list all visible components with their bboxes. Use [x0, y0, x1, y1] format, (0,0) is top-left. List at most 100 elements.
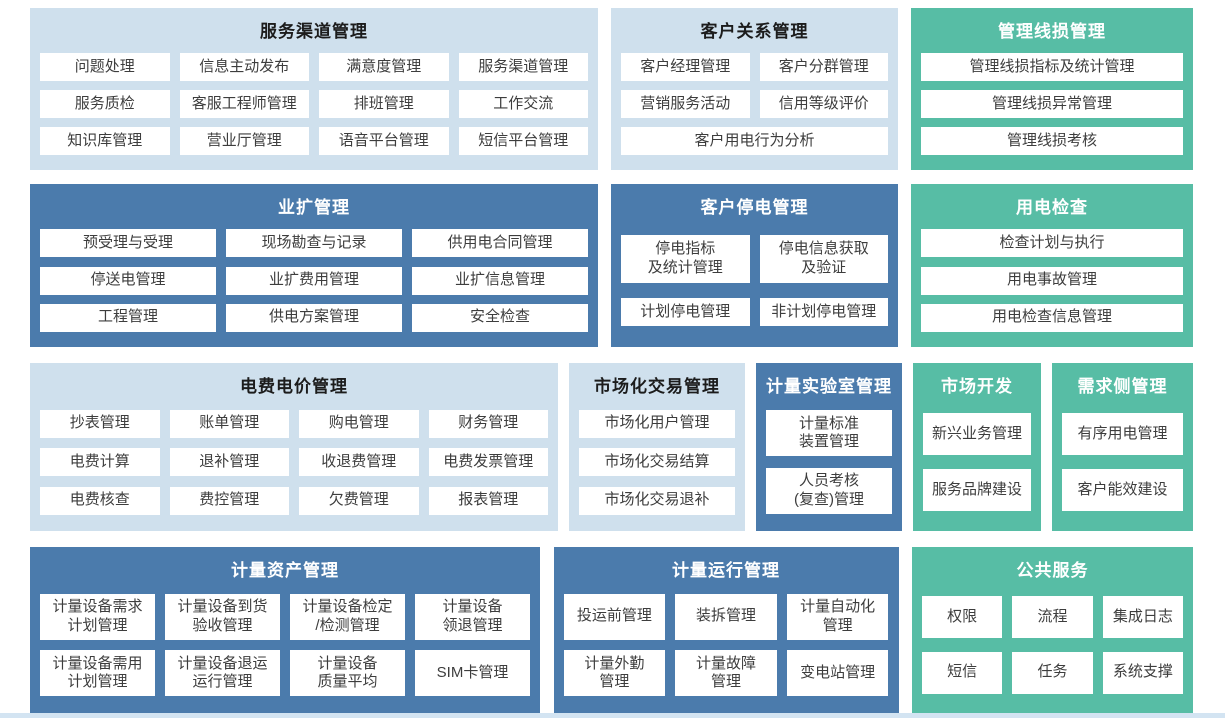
panel-electricity-fee-price-mgmt: 电费电价管理 抄表管理 账单管理 购电管理 财务管理 电费计算 退补管理 收退费… — [30, 363, 558, 531]
panel-items: 计量设备需求 计划管理 计量设备到货 验收管理 计量设备检定 /检测管理 计量设… — [30, 583, 540, 713]
module-item: 财务管理 — [428, 409, 548, 438]
module-item: 检查计划与执行 — [921, 229, 1183, 258]
panel-customer-outage-mgmt: 客户停电管理 停电指标 及统计管理 停电信息获取 及验证 计划停电管理 非计划停… — [611, 184, 898, 347]
panel-items: 管理线损指标及统计管理 管理线损异常管理 管理线损考核 — [911, 44, 1193, 170]
module-item: 语音平台管理 — [319, 127, 449, 155]
module-item: 营销服务活动 — [621, 90, 750, 118]
module-item: 用电检查信息管理 — [921, 303, 1183, 332]
panel-title: 客户关系管理 — [700, 22, 809, 41]
module-item: 业扩信息管理 — [412, 266, 588, 295]
bottom-divider-strip — [0, 713, 1225, 718]
module-item: 市场化交易退补 — [579, 486, 735, 515]
module-item: 问题处理 — [40, 53, 170, 81]
module-item: 计量设备检定 /检测管理 — [290, 593, 405, 640]
module-item: 工程管理 — [40, 303, 216, 332]
panel-items: 抄表管理 账单管理 购电管理 财务管理 电费计算 退补管理 收退费管理 电费发票… — [30, 399, 558, 531]
module-item: 购电管理 — [299, 409, 419, 438]
module-item: 退补管理 — [169, 448, 289, 476]
module-item: 装拆管理 — [675, 593, 777, 640]
module-item: 信息主动发布 — [179, 53, 309, 81]
module-item: 计量设备需求 计划管理 — [40, 593, 155, 640]
panel-items: 有序用电管理 客户能效建设 — [1052, 399, 1193, 531]
panel-public-services: 公共服务 权限 流程 集成日志 短信 任务 系统支撑 — [912, 547, 1193, 713]
panel-line-loss-mgmt: 管理线损管理 管理线损指标及统计管理 管理线损异常管理 管理线损考核 — [911, 8, 1193, 170]
panel-title: 计量实验室管理 — [766, 377, 892, 396]
panel-items: 权限 流程 集成日志 短信 任务 系统支撑 — [912, 583, 1193, 713]
panel-items: 新兴业务管理 服务品牌建设 — [913, 399, 1041, 531]
module-item: 供电方案管理 — [226, 303, 402, 332]
panel-business-expansion-mgmt: 业扩管理 预受理与受理 现场勘查与记录 供用电合同管理 停送电管理 业扩费用管理… — [30, 184, 598, 347]
module-item: 业扩费用管理 — [226, 266, 402, 295]
module-item: 短信 — [922, 651, 1003, 694]
module-item: 预受理与受理 — [40, 229, 216, 258]
module-item: 报表管理 — [428, 486, 548, 515]
module-item: 计量设备需用 计划管理 — [40, 650, 155, 697]
module-item: 短信平台管理 — [458, 127, 588, 155]
panel-metering-asset-mgmt: 计量资产管理 计量设备需求 计划管理 计量设备到货 验收管理 计量设备检定 /检… — [30, 547, 540, 713]
module-item: 计量标准 装置管理 — [766, 410, 892, 457]
diagram-row-2: 业扩管理 预受理与受理 现场勘查与记录 供用电合同管理 停送电管理 业扩费用管理… — [30, 184, 1193, 347]
module-item: SIM卡管理 — [415, 650, 530, 697]
panel-title: 管理线损管理 — [998, 22, 1106, 41]
module-item: 管理线损异常管理 — [921, 90, 1183, 118]
panel-demand-side-mgmt: 需求侧管理 有序用电管理 客户能效建设 — [1052, 363, 1193, 531]
module-item: 安全检查 — [412, 303, 588, 332]
panel-title: 需求侧管理 — [1077, 377, 1168, 396]
panel-title: 计量运行管理 — [672, 561, 780, 580]
module-item: 停电信息获取 及验证 — [759, 235, 888, 283]
module-item: 工作交流 — [458, 90, 588, 118]
module-item: 电费核查 — [40, 486, 160, 515]
panel-title: 计量资产管理 — [231, 561, 339, 580]
module-item: 抄表管理 — [40, 409, 160, 438]
module-item: 服务品牌建设 — [923, 469, 1031, 511]
module-item: 权限 — [922, 596, 1003, 639]
panel-power-usage-inspection: 用电检查 检查计划与执行 用电事故管理 用电检查信息管理 — [911, 184, 1193, 347]
panel-market-development: 市场开发 新兴业务管理 服务品牌建设 — [913, 363, 1041, 531]
module-item: 市场化交易结算 — [579, 448, 735, 476]
module-item: 供用电合同管理 — [412, 229, 588, 258]
module-item: 客户分群管理 — [759, 53, 888, 81]
panel-metering-operation-mgmt: 计量运行管理 投运前管理 装拆管理 计量自动化 管理 计量外勤 管理 计量故障 … — [553, 547, 899, 713]
module-item: 管理线损考核 — [921, 127, 1183, 155]
panel-title: 业扩管理 — [278, 198, 350, 217]
module-item: 投运前管理 — [563, 593, 666, 640]
panel-service-channel-mgmt: 服务渠道管理 问题处理 信息主动发布 满意度管理 服务渠道管理 服务质检 客服工… — [30, 8, 598, 170]
panel-items: 计量标准 装置管理 人员考核 (复查)管理 — [756, 399, 902, 531]
panel-items: 投运前管理 装拆管理 计量自动化 管理 计量外勤 管理 计量故障 管理 变电站管… — [554, 583, 899, 713]
panel-title: 客户停电管理 — [700, 198, 809, 217]
panel-items: 检查计划与执行 用电事故管理 用电检查信息管理 — [911, 220, 1193, 347]
panel-metering-lab-mgmt: 计量实验室管理 计量标准 装置管理 人员考核 (复查)管理 — [756, 363, 902, 531]
module-item: 计量设备 质量平均 — [290, 650, 405, 697]
panel-title: 公共服务 — [1016, 561, 1089, 580]
panel-items: 停电指标 及统计管理 停电信息获取 及验证 计划停电管理 非计划停电管理 — [611, 220, 898, 347]
panel-title: 电费电价管理 — [240, 377, 348, 396]
module-item: 计量自动化 管理 — [786, 593, 889, 640]
panel-title: 用电检查 — [1016, 198, 1088, 217]
diagram-row-4: 计量资产管理 计量设备需求 计划管理 计量设备到货 验收管理 计量设备检定 /检… — [30, 547, 1193, 713]
module-item: 停电指标 及统计管理 — [621, 235, 750, 283]
module-item: 系统支撑 — [1102, 651, 1183, 694]
module-item: 流程 — [1012, 596, 1093, 639]
module-item: 人员考核 (复查)管理 — [766, 467, 892, 514]
module-item: 计量外勤 管理 — [563, 650, 666, 697]
panel-items: 问题处理 信息主动发布 满意度管理 服务渠道管理 服务质检 客服工程师管理 排班… — [30, 44, 598, 170]
module-item: 信用等级评价 — [759, 90, 888, 118]
module-item: 满意度管理 — [319, 53, 449, 81]
module-item: 用电事故管理 — [921, 266, 1183, 295]
module-item: 市场化用户管理 — [579, 409, 735, 438]
module-item: 计量设备退运 运行管理 — [165, 650, 280, 697]
panel-market-trading-mgmt: 市场化交易管理 市场化用户管理 市场化交易结算 市场化交易退补 — [569, 363, 745, 531]
module-item: 客服工程师管理 — [179, 90, 309, 118]
diagram-row-3: 电费电价管理 抄表管理 账单管理 购电管理 财务管理 电费计算 退补管理 收退费… — [30, 363, 1193, 531]
module-item: 排班管理 — [319, 90, 449, 118]
module-item: 现场勘查与记录 — [226, 229, 402, 258]
module-item: 新兴业务管理 — [923, 413, 1031, 455]
module-item: 计划停电管理 — [621, 298, 750, 326]
module-item: 客户经理管理 — [621, 53, 750, 81]
panel-items: 客户经理管理 客户分群管理 营销服务活动 信用等级评价 客户用电行为分析 — [611, 44, 898, 170]
panel-items: 市场化用户管理 市场化交易结算 市场化交易退补 — [569, 399, 745, 531]
module-item: 有序用电管理 — [1062, 413, 1183, 455]
module-item: 知识库管理 — [40, 127, 170, 155]
module-item: 计量设备到货 验收管理 — [165, 593, 280, 640]
module-item: 集成日志 — [1102, 596, 1183, 639]
